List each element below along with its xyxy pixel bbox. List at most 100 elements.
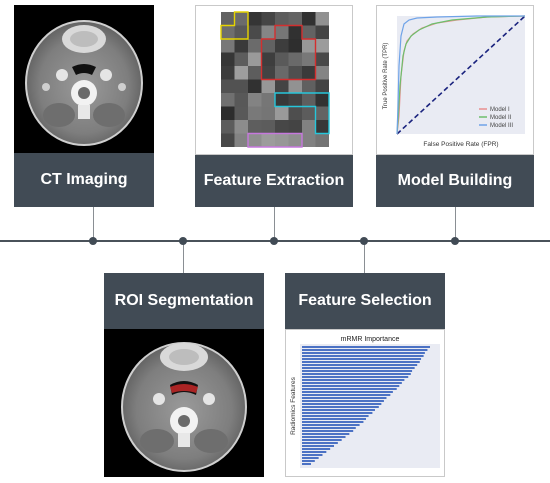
roi-segmentation-label: ROI Segmentation xyxy=(104,273,264,329)
mrmr-bar xyxy=(302,400,384,402)
texture-cell xyxy=(234,12,248,26)
mrmr-bar xyxy=(302,397,387,399)
mrmr-bar xyxy=(302,367,415,369)
texture-cell xyxy=(302,66,316,80)
mrmr-bar xyxy=(302,391,393,393)
texture-cell xyxy=(275,93,289,107)
texture-cell xyxy=(248,39,262,53)
mrmr-bar xyxy=(302,352,425,354)
texture-cell xyxy=(221,12,235,26)
mrmr-bar xyxy=(302,361,420,363)
connector-roi xyxy=(183,241,184,273)
texture-cell xyxy=(315,79,329,93)
mrmr-bar xyxy=(302,388,397,390)
roi-segmentation-image xyxy=(104,329,264,477)
texture-cell xyxy=(248,93,262,107)
texture-cell xyxy=(288,93,302,107)
connector-ct xyxy=(93,207,94,240)
mrmr-bar xyxy=(302,376,409,378)
texture-cell xyxy=(221,120,235,134)
mrmr-ylabel: Radiomics Features xyxy=(290,376,297,435)
texture-cell xyxy=(221,66,235,80)
texture-cell xyxy=(288,133,302,147)
texture-cell xyxy=(288,12,302,26)
feature-selection-label: Feature Selection xyxy=(285,273,445,329)
connector-extraction xyxy=(274,207,275,240)
roc-legend: Model I Model II Model III xyxy=(479,107,513,129)
texture-cell xyxy=(288,106,302,120)
texture-cell xyxy=(221,25,235,39)
connector-selection xyxy=(364,241,365,273)
texture-cell xyxy=(261,52,275,66)
mrmr-bars xyxy=(302,346,430,465)
texture-cell xyxy=(275,106,289,120)
texture-cell xyxy=(221,39,235,53)
mrmr-bar xyxy=(302,430,354,432)
roi-outline xyxy=(260,24,317,81)
mrmr-bar xyxy=(302,349,428,351)
texture-cell xyxy=(248,106,262,120)
mrmr-bar xyxy=(302,445,334,447)
texture-cell xyxy=(302,133,316,147)
texture-cell xyxy=(248,66,262,80)
ct-image xyxy=(14,5,154,153)
mrmr-bar xyxy=(302,463,311,465)
feature-grid xyxy=(220,11,330,148)
mrmr-bar xyxy=(302,346,430,348)
mrmr-bar xyxy=(302,448,331,450)
texture-cell xyxy=(288,52,302,66)
texture-cell xyxy=(248,52,262,66)
texture-cell xyxy=(275,66,289,80)
texture-cell xyxy=(234,120,248,134)
texture-cell xyxy=(261,133,275,147)
texture-cell xyxy=(248,25,262,39)
texture-cell xyxy=(315,133,329,147)
texture-cell xyxy=(234,106,248,120)
texture-cell xyxy=(302,79,316,93)
texture-cell xyxy=(234,39,248,53)
mrmr-chart-image: mRMR Importance Radiomics Features xyxy=(285,329,445,477)
texture-cell xyxy=(248,120,262,134)
mrmr-bar xyxy=(302,394,391,396)
mrmr-bar xyxy=(302,370,413,372)
texture-cell xyxy=(261,25,275,39)
mrmr-bar xyxy=(302,421,364,423)
timeline-dot-extraction xyxy=(270,237,278,245)
texture-cell xyxy=(221,133,235,147)
mrmr-bar xyxy=(302,403,382,405)
mrmr-bar xyxy=(302,415,369,417)
roi-outline xyxy=(247,132,303,148)
roc-xlabel: False Positive Rate (FPR) xyxy=(423,141,498,148)
mrmr-bar xyxy=(302,460,315,462)
texture-cell xyxy=(275,52,289,66)
mrmr-bar xyxy=(302,442,338,444)
texture-cell xyxy=(261,93,275,107)
texture-cell xyxy=(302,106,316,120)
texture-cell xyxy=(315,39,329,53)
mrmr-bar xyxy=(302,436,346,438)
texture-cell xyxy=(261,12,275,26)
texture-cell xyxy=(288,39,302,53)
roi-mask xyxy=(170,384,198,393)
roc-curve-model-2 xyxy=(396,15,526,135)
roc-curve-model-3 xyxy=(396,15,525,135)
texture-cell xyxy=(221,106,235,120)
texture-cell xyxy=(261,106,275,120)
texture-cell xyxy=(234,25,248,39)
legend-model-3: Model III xyxy=(490,123,513,129)
mrmr-bar xyxy=(302,433,350,435)
texture-cell xyxy=(288,120,302,134)
timeline-dot-model xyxy=(451,237,459,245)
mrmr-bar xyxy=(302,457,319,459)
roi-outline xyxy=(220,11,249,40)
mrmr-bar xyxy=(302,355,424,357)
mrmr-bar xyxy=(302,412,373,414)
mrmr-bar xyxy=(302,364,418,366)
texture-cell xyxy=(275,133,289,147)
texture-cell xyxy=(234,93,248,107)
texture-cell xyxy=(234,52,248,66)
texture-cell xyxy=(234,133,248,147)
mrmr-bar xyxy=(302,439,342,441)
texture-cell xyxy=(261,120,275,134)
mrmr-bar xyxy=(302,409,375,411)
